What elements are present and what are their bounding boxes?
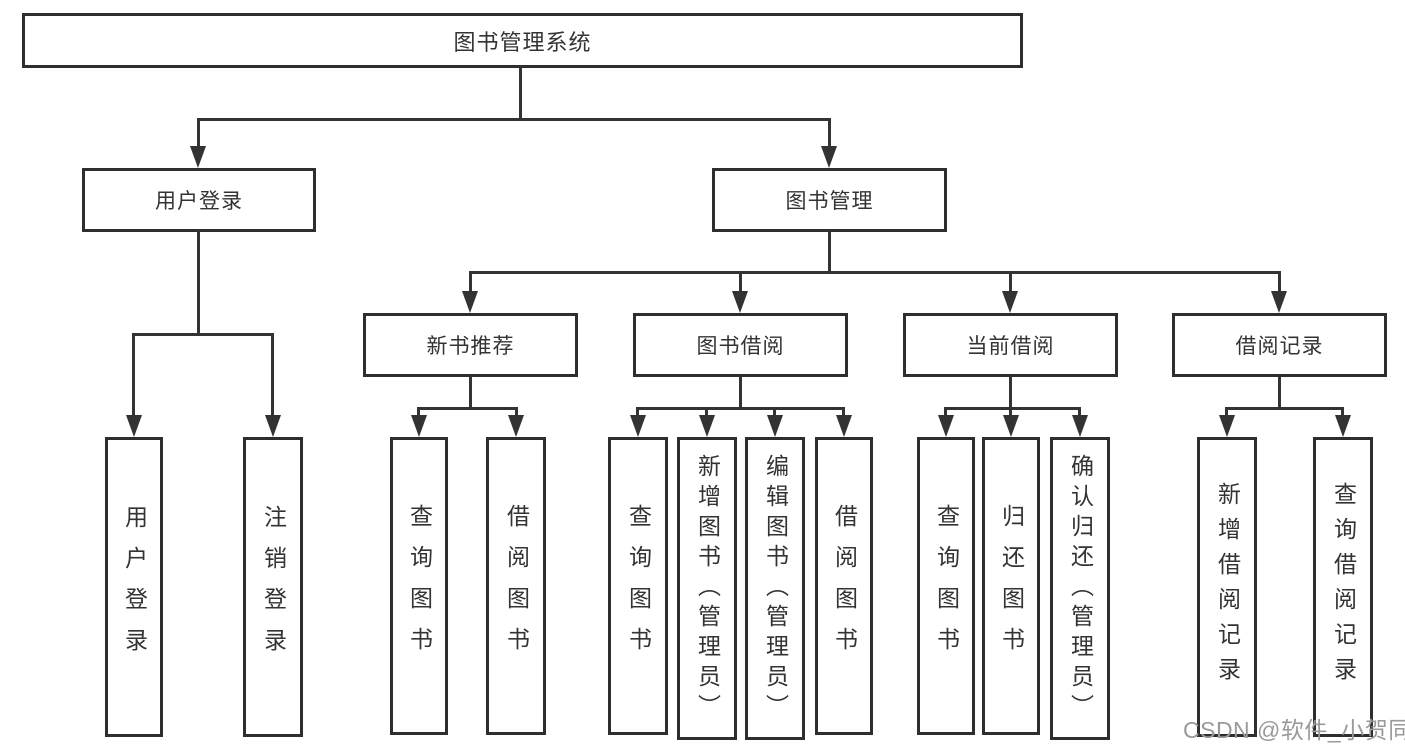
leaf-logout-label: 注销登录 bbox=[260, 505, 287, 669]
leaf-logout: 注销登录 bbox=[243, 437, 303, 737]
node-new-book-recommend-label: 新书推荐 bbox=[426, 335, 515, 358]
node-root-system: 图书管理系统 bbox=[22, 13, 1023, 68]
arrowhead-new-book-recommend bbox=[462, 291, 478, 313]
arrowhead-book-borrowing bbox=[732, 291, 748, 313]
edge-drop-borrowing-edit bbox=[773, 407, 776, 419]
node-borrow-records-label: 借阅记录 bbox=[1235, 335, 1324, 358]
arrowhead-leaf-logout bbox=[265, 415, 281, 437]
leaf-borrowing-borrow-books: 借阅图书 bbox=[815, 437, 873, 735]
node-borrow-records: 借阅记录 bbox=[1172, 313, 1387, 377]
arrowhead-records-query bbox=[1335, 415, 1351, 437]
edge-drop-records-add bbox=[1225, 407, 1228, 419]
leaf-borrowing-edit-books-admin: 编辑图书（管理员） bbox=[745, 437, 805, 740]
csdn-watermark: CSDN @软件_小贺同学 bbox=[1183, 717, 1405, 743]
edge-user-login-rail bbox=[133, 333, 274, 336]
edge-drop-current-return bbox=[1009, 407, 1012, 419]
leaf-current-query-books-label: 查询图书 bbox=[933, 504, 960, 668]
arrowhead-user-login bbox=[190, 146, 206, 168]
leaf-current-confirm-return-admin: 确认归还（管理员） bbox=[1050, 437, 1110, 740]
leaf-user-login: 用户登录 bbox=[105, 437, 163, 737]
leaf-borrowing-add-books-admin-label: 新增图书（管理员） bbox=[694, 453, 721, 724]
edge-drop-book-borrowing bbox=[739, 271, 742, 295]
edge-drop-borrow-records bbox=[1278, 271, 1281, 295]
arrowhead-borrowing-query bbox=[630, 415, 646, 437]
edge-book-management-stem bbox=[828, 230, 831, 274]
leaf-borrowing-query-books: 查询图书 bbox=[608, 437, 668, 735]
arrowhead-leaf-user-login bbox=[126, 415, 142, 437]
leaf-records-query-record-label: 查询借阅记录 bbox=[1330, 482, 1357, 692]
node-user-login-label: 用户登录 bbox=[155, 190, 243, 213]
edge-drop-new-book-recommend bbox=[469, 271, 472, 295]
arrowhead-book-management bbox=[821, 146, 837, 168]
leaf-recommend-query-books: 查询图书 bbox=[390, 437, 448, 735]
edge-book-management-rail bbox=[469, 271, 1281, 274]
edge-root-rail bbox=[197, 118, 831, 121]
node-book-borrowing: 图书借阅 bbox=[633, 313, 848, 377]
arrowhead-recommend-query bbox=[411, 415, 427, 437]
leaf-records-query-record: 查询借阅记录 bbox=[1313, 437, 1373, 737]
leaf-borrowing-query-books-label: 查询图书 bbox=[625, 504, 652, 668]
edge-current-stem bbox=[1009, 377, 1012, 410]
leaf-current-return-books-label: 归还图书 bbox=[998, 504, 1025, 668]
arrowhead-current-confirm bbox=[1072, 415, 1088, 437]
leaf-current-query-books: 查询图书 bbox=[917, 437, 975, 735]
arrowhead-borrow-records bbox=[1271, 291, 1287, 313]
edge-user-login-stem bbox=[197, 230, 200, 336]
leaf-recommend-borrow-books: 借阅图书 bbox=[486, 437, 546, 735]
leaf-records-add-record: 新增借阅记录 bbox=[1197, 437, 1257, 737]
edge-drop-borrowing-borrow bbox=[842, 407, 845, 419]
edge-borrowing-stem bbox=[739, 377, 742, 410]
leaf-borrowing-add-books-admin: 新增图书（管理员） bbox=[677, 437, 737, 740]
arrowhead-current-return bbox=[1003, 415, 1019, 437]
node-root-label: 图书管理系统 bbox=[453, 29, 592, 55]
arrowhead-records-add bbox=[1219, 415, 1235, 437]
edge-drop-borrowing-query bbox=[636, 407, 639, 419]
arrowhead-current-borrowing bbox=[1002, 291, 1018, 313]
edge-drop-current-borrowing bbox=[1009, 271, 1012, 295]
leaf-user-login-label: 用户登录 bbox=[121, 505, 148, 669]
edge-drop-leaf-user-login bbox=[132, 333, 135, 417]
arrowhead-current-query bbox=[938, 415, 954, 437]
node-book-borrowing-label: 图书借阅 bbox=[696, 335, 785, 358]
arrowhead-borrowing-add bbox=[699, 415, 715, 437]
edge-drop-records-query bbox=[1341, 407, 1344, 419]
leaf-records-add-record-label: 新增借阅记录 bbox=[1214, 482, 1241, 692]
node-new-book-recommend: 新书推荐 bbox=[363, 313, 578, 377]
edge-drop-book-management bbox=[828, 118, 831, 150]
edge-root-stem bbox=[519, 68, 522, 120]
edge-current-rail bbox=[945, 407, 1081, 410]
leaf-borrowing-edit-books-admin-label: 编辑图书（管理员） bbox=[762, 453, 789, 724]
edge-drop-recommend-query bbox=[417, 407, 420, 419]
edge-recommend-stem bbox=[469, 377, 472, 410]
node-book-management: 图书管理 bbox=[712, 168, 947, 232]
edge-drop-user-login bbox=[197, 118, 200, 150]
edge-records-stem bbox=[1278, 377, 1281, 410]
node-current-borrowing: 当前借阅 bbox=[903, 313, 1118, 377]
edge-drop-leaf-logout bbox=[271, 333, 274, 417]
arrowhead-borrowing-edit bbox=[767, 415, 783, 437]
node-current-borrowing-label: 当前借阅 bbox=[966, 335, 1055, 358]
edge-recommend-rail bbox=[418, 407, 518, 410]
arrowhead-recommend-borrow bbox=[508, 415, 524, 437]
edge-drop-current-confirm bbox=[1078, 407, 1081, 419]
leaf-current-confirm-return-admin-label: 确认归还（管理员） bbox=[1067, 453, 1094, 724]
node-user-login: 用户登录 bbox=[82, 168, 316, 232]
edge-drop-borrowing-add bbox=[705, 407, 708, 419]
leaf-borrowing-borrow-books-label: 借阅图书 bbox=[831, 504, 858, 668]
leaf-current-return-books: 归还图书 bbox=[982, 437, 1040, 735]
leaf-recommend-query-books-label: 查询图书 bbox=[406, 504, 433, 668]
edge-records-rail bbox=[1226, 407, 1344, 410]
arrowhead-borrowing-borrow bbox=[836, 415, 852, 437]
edge-borrowing-rail bbox=[637, 407, 845, 410]
edge-drop-current-query bbox=[944, 407, 947, 419]
leaf-recommend-borrow-books-label: 借阅图书 bbox=[503, 504, 530, 668]
node-book-management-label: 图书管理 bbox=[785, 190, 874, 213]
edge-drop-recommend-borrow bbox=[515, 407, 518, 419]
